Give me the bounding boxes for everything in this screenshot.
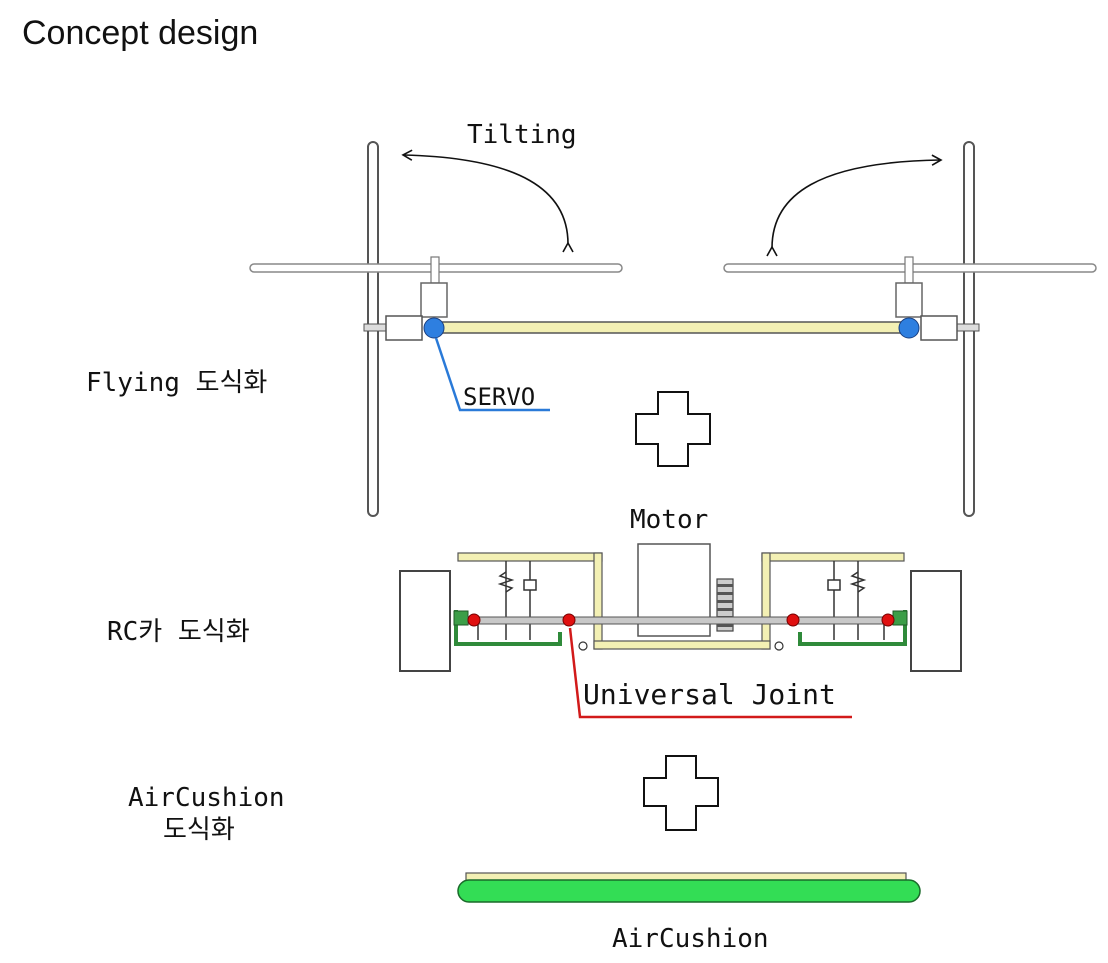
left-damper [523, 579, 537, 591]
right-wheel [910, 570, 962, 672]
left-servo-joint [423, 317, 445, 339]
pivot-right [774, 641, 784, 651]
pivot-left [578, 641, 588, 651]
universal-joint-label: Universal Joint [583, 678, 836, 711]
aircushion-body [457, 879, 921, 903]
universal-joint-3 [786, 613, 800, 627]
left-spring [497, 571, 515, 593]
gear-tooth [717, 584, 733, 587]
left-wheel [399, 570, 451, 672]
left-rotor-shaft [430, 256, 440, 284]
flying-frame-arm [437, 321, 907, 334]
left-hub [453, 610, 469, 626]
gear-tooth [717, 600, 733, 603]
plus-sign-bottom [643, 755, 719, 831]
chassis-right [798, 610, 907, 646]
chassis-left [454, 610, 562, 646]
universal-joint-4 [881, 613, 895, 627]
right-servo-joint [898, 317, 920, 339]
universal-joint-leader [568, 627, 852, 719]
servo-leader-line [434, 337, 550, 412]
aircushion-section-label-line2: 도식화 [163, 815, 235, 845]
right-hub [892, 610, 908, 626]
left-rotor-motor [420, 282, 448, 318]
right-spring [849, 571, 867, 593]
motor-label: Motor [630, 505, 708, 535]
servo-label: SERVO [463, 383, 535, 411]
left-tilt-arrow [401, 149, 574, 253]
center-drive-shaft [569, 616, 793, 625]
aircushion-label: AirCushion [612, 924, 769, 954]
body-top-left [457, 552, 603, 562]
body-top-right [761, 552, 905, 562]
right-tilt-arrow [766, 154, 943, 257]
gear-tooth [717, 592, 733, 595]
right-half-shaft [793, 616, 891, 625]
left-half-shaft [467, 616, 569, 625]
aircushion-section-label-line1: AirCushion [128, 783, 285, 813]
body-bottom [593, 640, 771, 650]
left-servo-box [385, 315, 423, 341]
flying-section-label: Flying 도식화 [86, 368, 267, 398]
right-rotor-shaft [904, 256, 914, 284]
body-left-channel [593, 552, 603, 650]
rc-section-label: RC카 도식화 [107, 617, 250, 647]
right-damper [827, 579, 841, 591]
gear-tooth [717, 624, 733, 627]
universal-joint-1 [467, 613, 481, 627]
right-rotor-motor [895, 282, 923, 318]
gear-tooth [717, 608, 733, 611]
left-arm-end-shaft [363, 323, 389, 332]
body-right-channel [761, 552, 771, 650]
plus-sign-top [635, 391, 711, 467]
tilting-label: Tilting [467, 120, 577, 150]
right-servo-box [920, 315, 958, 341]
page-title: Concept design [22, 14, 259, 52]
universal-joint-2 [562, 613, 576, 627]
right-arm-end-shaft [954, 323, 980, 332]
